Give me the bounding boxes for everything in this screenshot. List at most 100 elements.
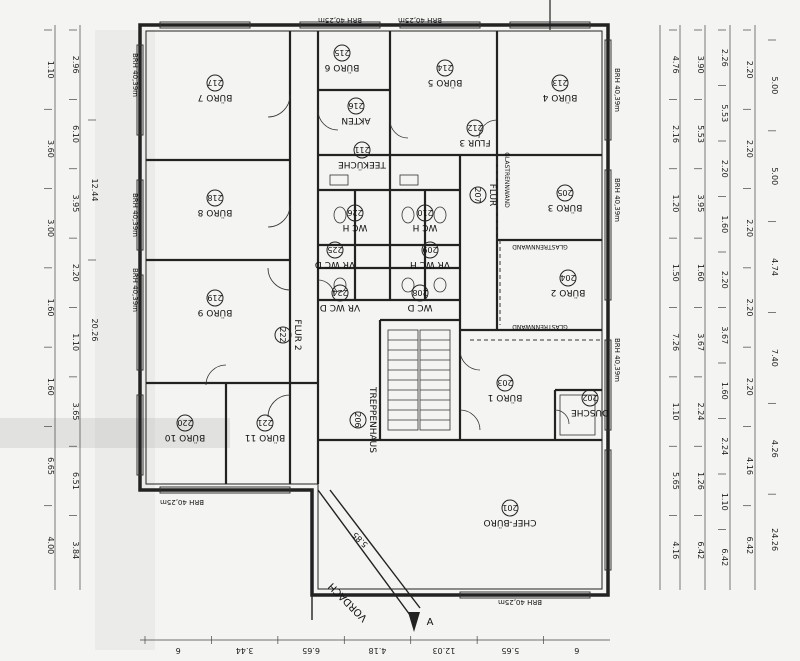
room-number-badge — [421, 241, 439, 259]
room-number: 214 — [437, 63, 452, 72]
dim-left-col1: 4.00 — [46, 536, 55, 554]
room-number: 226 — [347, 208, 362, 217]
room-name: BÜRO 4 — [542, 92, 577, 103]
vordach-canopy — [311, 489, 421, 620]
room-number: 202 — [582, 393, 597, 402]
dim-bottom: 12.03 — [432, 646, 455, 655]
dim-right-col1: 4.76 — [671, 56, 680, 74]
room-number-badge — [206, 74, 224, 92]
dim-right-col3: 5.53 — [720, 104, 729, 122]
room-name: WC H — [343, 222, 368, 232]
room-name: BÜRO 1 — [488, 392, 523, 403]
room-number: 225 — [327, 245, 342, 254]
room-number: 208 — [412, 288, 427, 297]
scan-noise-band — [0, 418, 230, 448]
plan-label-brh-left-1: BRH 40,39m — [131, 53, 139, 97]
room-number-badge — [501, 499, 519, 517]
room-number: 207 — [473, 187, 482, 202]
room-label-207: 207 FLUR — [469, 184, 497, 207]
room-name: BÜRO 9 — [197, 307, 232, 318]
windows — [136, 21, 612, 599]
dim-left-col2: 3.95 — [71, 195, 80, 213]
room-number-badge — [469, 186, 487, 204]
dim-right-total: 5.00 — [770, 167, 779, 185]
room-number: 211 — [354, 145, 369, 154]
room-number: 203 — [497, 378, 512, 387]
dim-bottom: 6.65 — [302, 646, 320, 655]
dim-right-col4: 2.20 — [745, 378, 754, 396]
dim-right-col3: 2.24 — [720, 437, 729, 455]
room-number: 217 — [207, 78, 222, 87]
dim-left-total: 12.44 — [90, 179, 99, 202]
room-label-210: 210 WC H — [413, 204, 438, 232]
dim-right-col2: 3.95 — [696, 195, 705, 213]
room-number: 220 — [177, 418, 192, 427]
room-number-badge — [347, 97, 365, 115]
plan-label-brh-top-1: BRH 40,25m — [318, 16, 362, 24]
plan-label-glastrennwand-3: GLASTRENNWAND — [512, 323, 568, 330]
dim-right-col3: 1.60 — [720, 215, 729, 233]
dim-right-col4: 2.20 — [745, 140, 754, 158]
room-name: VR WC D — [320, 302, 360, 312]
room-name: FLUR — [487, 184, 497, 207]
room-name: BÜRO 6 — [324, 62, 359, 73]
room-name: VR WC D — [315, 259, 355, 269]
dim-right-col2: 1.26 — [696, 472, 705, 490]
dim-left-col2: 2.96 — [71, 56, 80, 74]
room-number-badge — [349, 411, 367, 429]
room-number: 222 — [278, 327, 287, 342]
dim-bottom: 6 — [574, 646, 579, 655]
section-marker — [408, 612, 420, 632]
plan-label-glastrennwand-2: GLASTRENNWAND — [512, 243, 568, 250]
dim-right-col3: 2.20 — [720, 271, 729, 289]
dims-layer: 1.103.603.001.601.606.654.002.966.103.95… — [44, 29, 779, 655]
dim-right-col4: 2.20 — [745, 219, 754, 237]
room-name: WC H — [413, 222, 438, 232]
dim-right-col2: 2.24 — [696, 403, 705, 421]
dim-left-col2: 6.10 — [71, 125, 80, 143]
room-name: TEEKÜCHE — [338, 159, 387, 170]
room-number: 205 — [557, 188, 572, 197]
dim-right-total: 7.40 — [770, 349, 779, 367]
room-number-badge — [551, 74, 569, 92]
dim-right-col2: 6.42 — [696, 541, 705, 559]
dim-right-col4: 2.20 — [745, 61, 754, 79]
room-label-226: 226 WC H — [343, 204, 368, 232]
room-name: WC D — [407, 302, 432, 312]
room-number-badge — [206, 289, 224, 307]
dim-left-col2: 2.20 — [71, 264, 80, 282]
room-number: 206 — [353, 412, 362, 427]
dim-right-col4: 4.16 — [745, 457, 754, 475]
dim-right-col3: 6.42 — [720, 548, 729, 566]
room-name: BÜRO 5 — [428, 77, 463, 88]
room-number: 210 — [417, 208, 432, 217]
room-number-badge — [496, 374, 514, 392]
dim-bottom: 4.18 — [369, 646, 387, 655]
room-number-badge — [326, 241, 344, 259]
dim-right-col2: 3.67 — [696, 333, 705, 351]
plan-label-brh-right-2: BRH 40,39m — [613, 178, 621, 222]
room-number: 201 — [502, 503, 517, 512]
room-number-badge — [411, 284, 429, 302]
room-number-badge — [333, 44, 351, 62]
dim-left-col1: 3.00 — [46, 219, 55, 237]
dim-right-col4: 2.20 — [745, 299, 754, 317]
plan-label-brh-bottom-1: BRH 40,25m — [160, 498, 204, 506]
interior-walls — [146, 31, 602, 484]
room-number: 219 — [207, 293, 222, 302]
